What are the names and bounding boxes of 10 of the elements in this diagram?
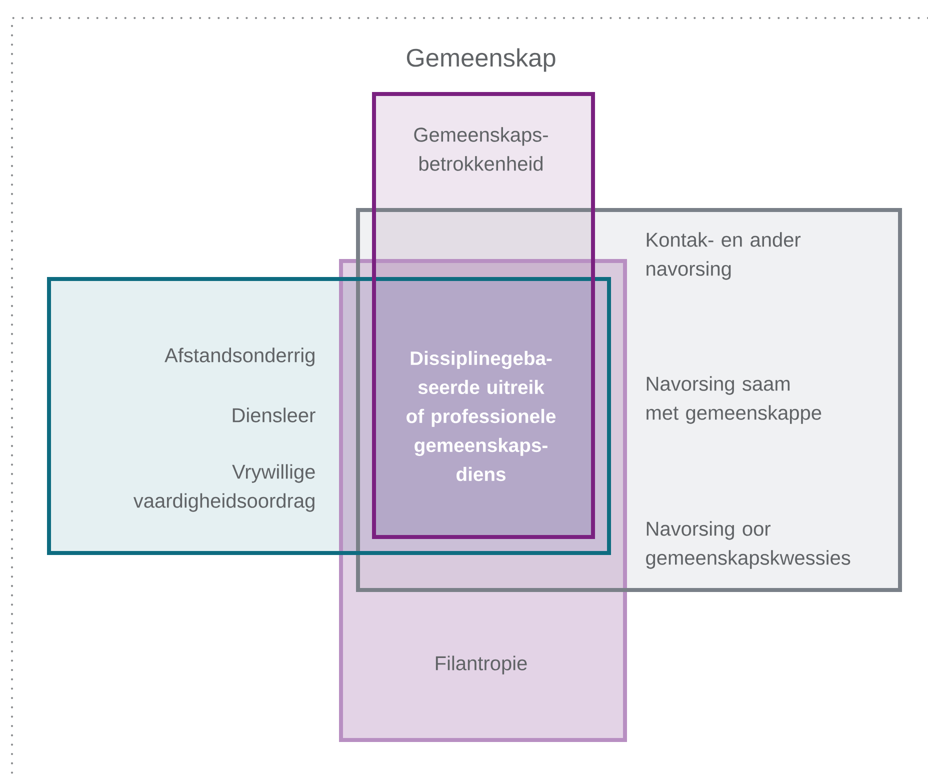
center-text: Dissiplinegeba- seerde uitreik of professionele gemeenskaps- diens — [406, 350, 556, 482]
box-text: Navorsing saam met gemeenskappe — [646, 376, 822, 424]
heading: Gemeenskap — [406, 48, 556, 72]
box-text: Gemeenskaps- betrokkenheid — [414, 127, 548, 171]
box-text: Afstandsonderrig — [164, 348, 314, 366]
box-text: Diensleer — [232, 408, 316, 422]
box-text: Filantropie — [436, 656, 527, 674]
box-text: Kontak- en ander navorsing — [646, 232, 801, 280]
box-text: Navorsing oor gemeenskapskwessies — [646, 521, 850, 569]
box-text: Vrywillige vaardigheidsoordrag — [133, 464, 315, 512]
